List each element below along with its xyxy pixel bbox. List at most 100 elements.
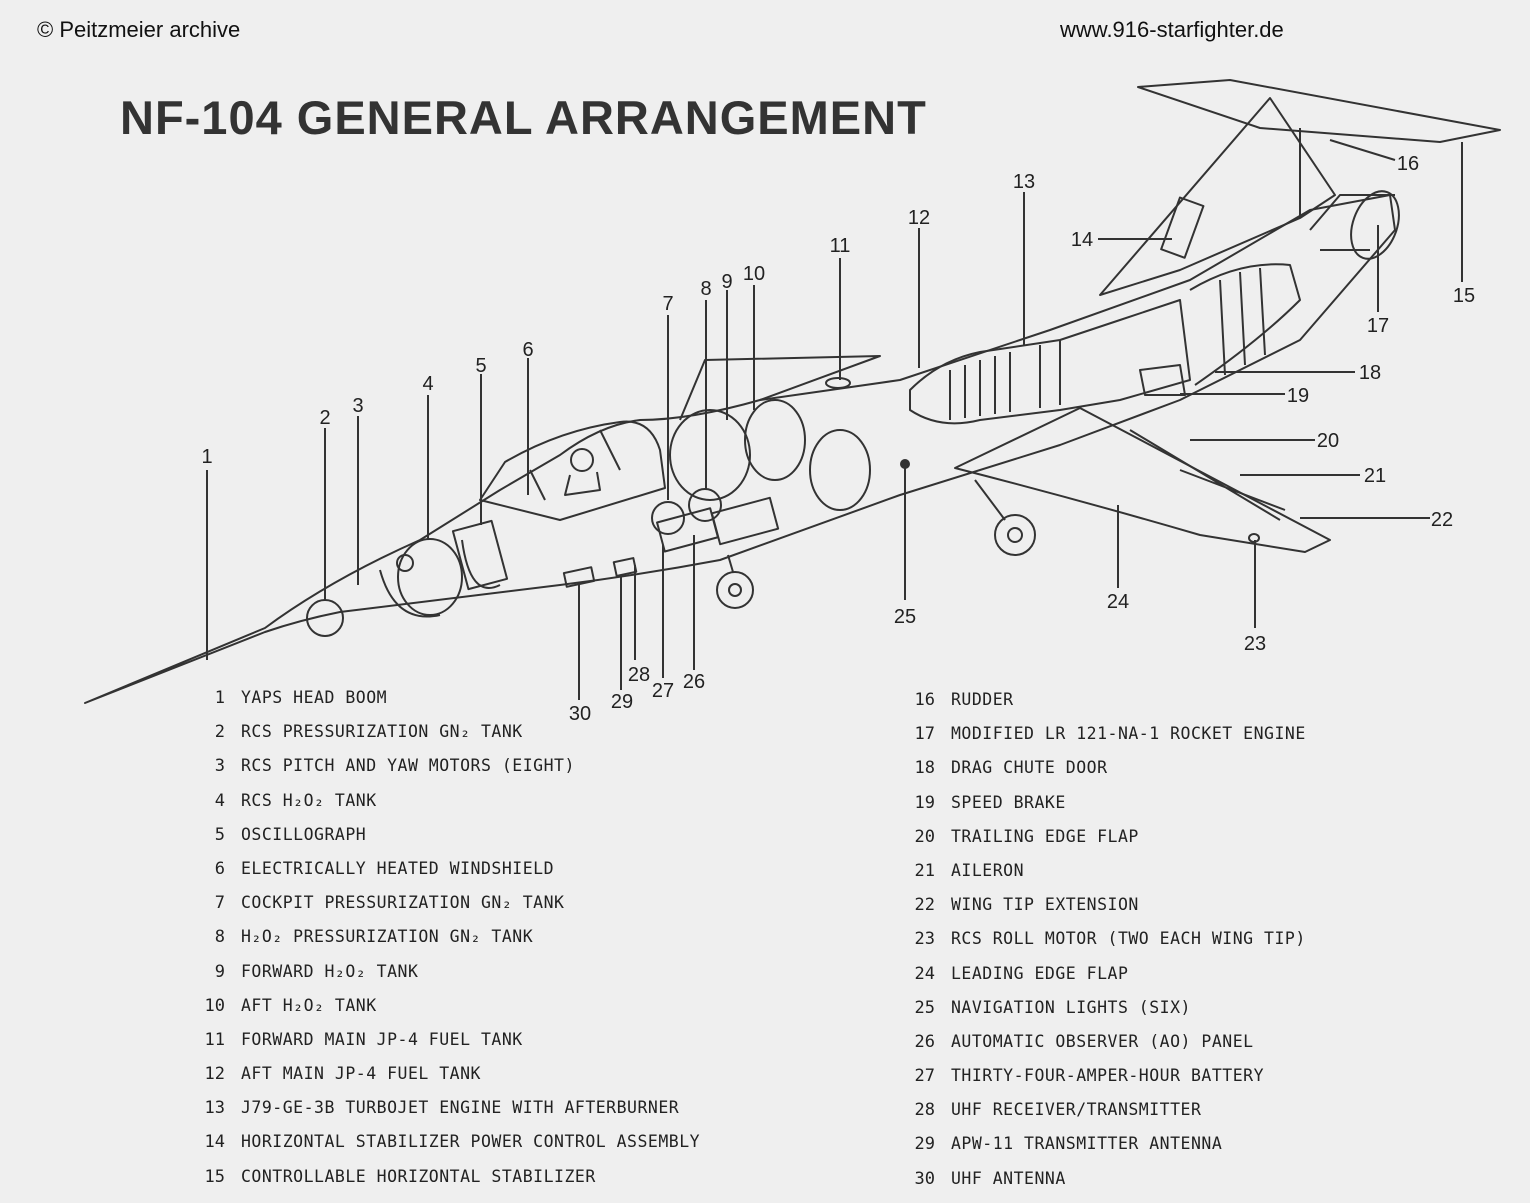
legend-item-label: WING TIP EXTENSION	[951, 895, 1139, 915]
legend-item-label: AUTOMATIC OBSERVER (AO) PANEL	[951, 1031, 1254, 1051]
legend-item: 5 OSCILLOGRAPH	[195, 825, 700, 859]
legend-item-number: 19	[914, 792, 935, 813]
callout-number-22: 22	[1431, 509, 1453, 531]
legend-item-number: 9	[214, 961, 225, 982]
callout-number-5: 5	[475, 355, 486, 377]
legend-item: 18 DRAG CHUTE DOOR	[905, 758, 1306, 792]
legend-item-number: 3	[214, 756, 225, 777]
legend-item-number: 28	[914, 1100, 935, 1121]
fuselage-outline	[84, 194, 1396, 704]
legend-item-label: H₂O₂ PRESSURIZATION GN₂ TANK	[241, 927, 534, 947]
legend-item-number: 22	[914, 895, 935, 916]
legend-item-label: YAPS HEAD BOOM	[241, 688, 388, 707]
legend-item-label: TRAILING EDGE FLAP	[951, 826, 1139, 846]
callout-number-15: 15	[1453, 285, 1475, 307]
legend-item: 16 RUDDER	[905, 690, 1306, 724]
diagram-title: NF-104 GENERAL ARRANGEMENT	[120, 91, 927, 144]
legend-item: 3 RCS PITCH AND YAW MOTORS (EIGHT)	[195, 756, 700, 790]
legend-item: 26 AUTOMATIC OBSERVER (AO) PANEL	[905, 1032, 1306, 1066]
legend-item-label: J79-GE-3B TURBOJET ENGINE WITH AFTERBURN…	[241, 1098, 680, 1118]
callout-number-21: 21	[1364, 465, 1386, 487]
legend-item-label: UHF ANTENNA	[951, 1168, 1066, 1188]
nose-gear-wheel	[716, 571, 754, 609]
callout-number-1: 1	[201, 446, 212, 468]
legend-item-label: AILERON	[951, 860, 1025, 880]
legend-item: 21 AILERON	[905, 861, 1306, 895]
legend-item-number: 26	[914, 1031, 935, 1052]
callout-number-6: 6	[522, 339, 533, 361]
legend-item-number: 5	[214, 824, 225, 845]
callout-number-20: 20	[1317, 430, 1339, 452]
legend-item-label: SPEED BRAKE	[951, 792, 1066, 812]
legend-item-label: LEADING EDGE FLAP	[951, 963, 1129, 983]
legend-item-number: 25	[914, 997, 935, 1018]
legend-item-label: HORIZONTAL STABILIZER POWER CONTROL ASSE…	[241, 1132, 701, 1152]
legend-item-label: AFT MAIN JP-4 FUEL TANK	[241, 1064, 481, 1084]
legend-item: 8 H₂O₂ PRESSURIZATION GN₂ TANK	[195, 927, 700, 961]
legend-item-label: CONTROLLABLE HORIZONTAL STABILIZER	[241, 1166, 596, 1186]
legend-item-number: 2	[214, 722, 225, 743]
vertical-tail	[1099, 97, 1336, 296]
copyright-credit: © Peitzmeier archive	[37, 17, 241, 42]
legend-item-number: 29	[914, 1134, 935, 1155]
callout-number-29: 29	[611, 691, 633, 713]
website-credit: www.916-starfighter.de	[1060, 17, 1284, 42]
legend-item: 9 FORWARD H₂O₂ TANK	[195, 962, 700, 996]
legend-item-number: 18	[914, 758, 935, 779]
wing-outline	[954, 407, 1331, 553]
legend-item-label: THIRTY-FOUR-AMPER-HOUR BATTERY	[951, 1066, 1265, 1086]
legend-item-label: FORWARD H₂O₂ TANK	[241, 961, 419, 981]
callout-number-3: 3	[352, 395, 363, 417]
legend-item-label: AFT H₂O₂ TANK	[241, 995, 377, 1015]
legend-item-label: RCS ROLL MOTOR (TWO EACH WING TIP)	[951, 929, 1306, 949]
legend-item-number: 16	[914, 690, 935, 710]
callout-number-26: 26	[683, 671, 705, 693]
callout-number-10: 10	[743, 263, 765, 285]
legend-item: 7 COCKPIT PRESSURIZATION GN₂ TANK	[195, 893, 700, 927]
legend-item: 30 UHF ANTENNA	[905, 1169, 1306, 1203]
legend-item-label: DRAG CHUTE DOOR	[951, 758, 1108, 778]
legend-item-number: 15	[204, 1166, 225, 1187]
callout-number-27: 27	[652, 680, 674, 702]
callout-number-11: 11	[830, 235, 851, 257]
legend-item-number: 20	[914, 826, 935, 847]
pilot-helmet	[570, 448, 594, 472]
callout-number-16: 16	[1397, 153, 1419, 175]
legend-item-label: OSCILLOGRAPH	[241, 824, 367, 844]
callout-number-17: 17	[1367, 315, 1389, 337]
callout-number-25: 25	[894, 606, 916, 628]
legend-item-label: RCS PITCH AND YAW MOTORS (EIGHT)	[241, 756, 575, 776]
callout-number-14: 14	[1071, 229, 1093, 251]
callout-number-4: 4	[422, 373, 433, 395]
legend-item-label: FORWARD MAIN JP-4 FUEL TANK	[241, 1029, 523, 1049]
legend-item-number: 6	[214, 858, 225, 879]
legend-item-number: 7	[214, 893, 225, 914]
callout-number-23: 23	[1244, 633, 1266, 655]
legend-item-number: 21	[914, 860, 935, 881]
legend-item-label: RUDDER	[951, 690, 1014, 709]
legend-item-label: COCKPIT PRESSURIZATION GN₂ TANK	[241, 893, 565, 913]
legend-item-label: UHF RECEIVER/TRANSMITTER	[951, 1100, 1202, 1120]
legend-item: 22 WING TIP EXTENSION	[905, 895, 1306, 929]
legend-item: 1 YAPS HEAD BOOM	[195, 688, 700, 722]
callout-number-9: 9	[721, 271, 732, 293]
legend-item-number: 1	[214, 688, 225, 708]
legend-item-number: 30	[914, 1168, 935, 1189]
callout-number-28: 28	[628, 664, 650, 686]
legend-item-label: MODIFIED LR 121-NA-1 ROCKET ENGINE	[951, 724, 1306, 744]
main-gear-wheel	[994, 514, 1036, 556]
legend-item-number: 8	[214, 927, 225, 948]
